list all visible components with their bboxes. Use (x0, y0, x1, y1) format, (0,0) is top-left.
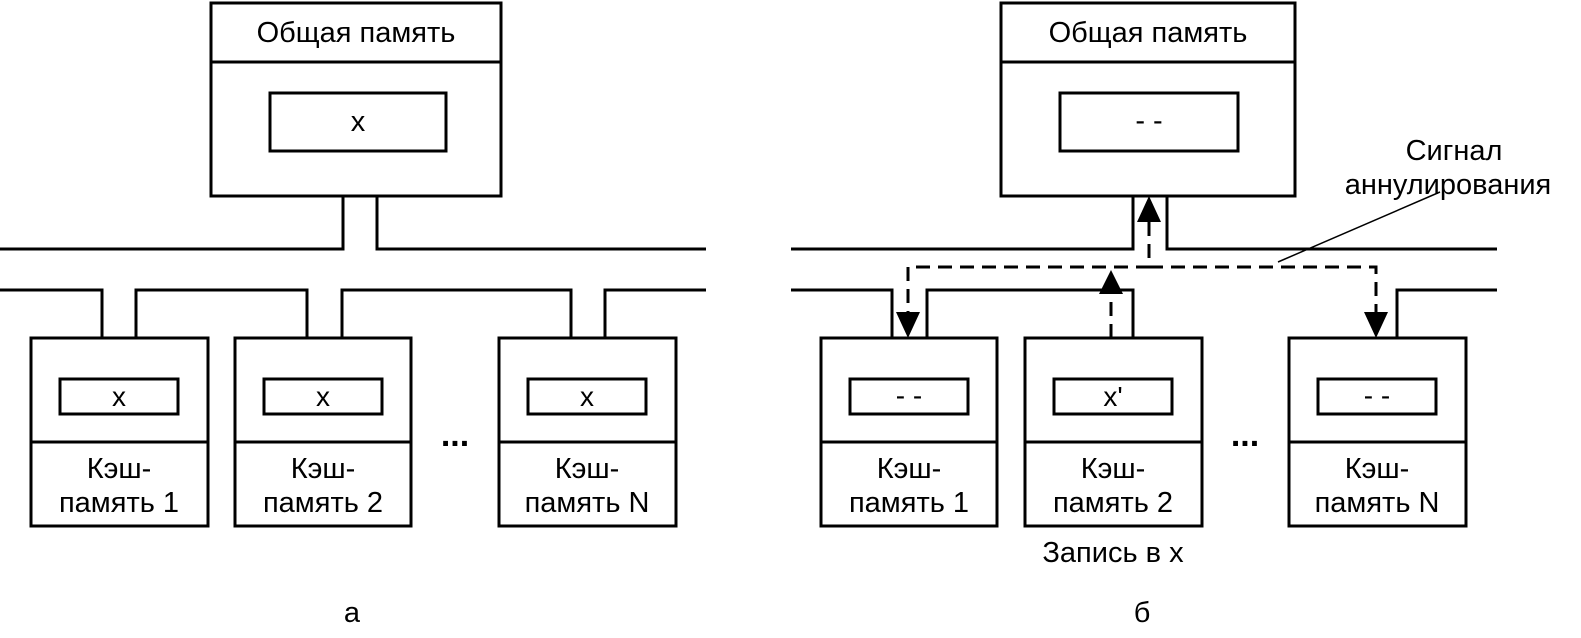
cache-n-b: - - Кэш- память N (1287, 336, 1468, 528)
signal-leader-line (1277, 191, 1441, 263)
bus-a (0, 196, 706, 338)
cache-label-line1-a1: Кэш- (87, 453, 152, 485)
cache-1-b: - - Кэш- память 1 (819, 336, 999, 528)
cache-cell-b1 (848, 377, 970, 416)
signal-label-line1: Сигнал (1406, 135, 1503, 167)
write-label: Запись в x (1042, 537, 1184, 569)
memory-cell-b (1058, 91, 1240, 153)
cache1-down-arrow-icon (896, 312, 920, 338)
cache-n-a: x Кэш- память N (497, 336, 678, 528)
cache-cell-bn (1316, 377, 1438, 416)
shared-memory-title-a: Общая память (257, 17, 456, 49)
cache-cell-an (526, 377, 648, 416)
caption-b: б (1134, 597, 1151, 629)
write-up-arrow-icon (1099, 270, 1123, 294)
ellipsis-a: ... (441, 416, 469, 454)
invalidation-signal-path (896, 196, 1388, 338)
cache-cell-value-a1: x (112, 381, 126, 412)
cache-1-a: x Кэш- память 1 (29, 336, 210, 528)
shared-memory-b: Общая память - - (999, 1, 1297, 198)
memory-cell-value-b: - - (1135, 105, 1162, 137)
memory-up-arrow-icon (1137, 196, 1161, 222)
signal-label-line2: аннулирования (1345, 169, 1552, 201)
cache-label-line2-a1: память 1 (59, 487, 179, 519)
cache-cell-a2 (262, 377, 384, 416)
cache-label-line1-b2: Кэш- (1081, 453, 1146, 485)
cache-label-line2-bn: память N (1315, 487, 1440, 519)
cache-cell-value-b2: x' (1103, 381, 1122, 412)
caption-a: а (344, 597, 361, 629)
bus-b (791, 196, 1497, 338)
cache-cell-value-a2: x (316, 381, 330, 412)
memory-cell-a (268, 91, 448, 153)
cache-label-line2-b1: память 1 (849, 487, 969, 519)
cache-cell-a1 (58, 377, 180, 416)
shared-memory-a: Общая память x (209, 1, 503, 198)
cache-2-a: x Кэш- память 2 (233, 336, 413, 528)
cache-2-b: x' Кэш- память 2 (1023, 336, 1204, 528)
ellipsis-b: ... (1231, 416, 1259, 454)
cache-label-line1-b1: Кэш- (877, 453, 942, 485)
panel-b: Общая память - - Сигнал аннулирования (791, 1, 1552, 629)
cache-cell-value-an: x (580, 381, 594, 412)
cache-label-line1-bn: Кэш- (1345, 453, 1410, 485)
cache-label-line2-b2: память 2 (1053, 487, 1173, 519)
shared-memory-title-b: Общая память (1049, 17, 1248, 49)
cache-label-line2-a2: память 2 (263, 487, 383, 519)
cache-label-line2-an: память N (525, 487, 650, 519)
cachen-down-arrow-icon (1364, 312, 1388, 338)
cache-cell-value-bn: - - (1364, 380, 1390, 411)
memory-cell-value-a: x (351, 106, 366, 138)
cache-cell-b2 (1052, 377, 1174, 416)
panel-a: Общая память x x Кэш- память 1 (0, 1, 706, 629)
cache-label-line1-an: Кэш- (555, 453, 620, 485)
cache-cell-value-b1: - - (896, 380, 922, 411)
cache-label-line1-a2: Кэш- (291, 453, 356, 485)
